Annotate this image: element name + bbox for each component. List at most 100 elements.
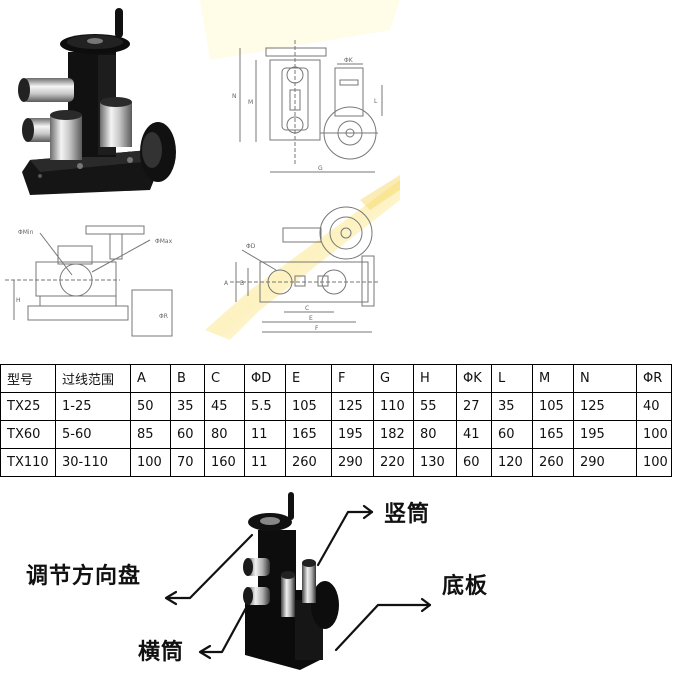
table-cell: 35 bbox=[170, 392, 205, 421]
front-view-drawing bbox=[239, 40, 383, 173]
dim-label-d: ΦD bbox=[246, 243, 256, 250]
dim-label-min: ΦMin bbox=[18, 229, 34, 236]
dim-label-c: C bbox=[305, 305, 309, 312]
figures-canvas: N M ΦK L G ΦMin ΦMax H ΦR bbox=[5, 0, 400, 340]
leader-handwheel bbox=[166, 533, 254, 600]
table-cell: 60 bbox=[491, 420, 533, 449]
model-cell: TX25 bbox=[0, 392, 56, 421]
table-cell: 100 bbox=[130, 448, 171, 477]
column-header: 过线范围 bbox=[55, 364, 131, 393]
callout-vertical-roller: 竖筒 bbox=[384, 502, 431, 527]
table-cell: 110 bbox=[373, 392, 414, 421]
column-header: E bbox=[285, 364, 332, 393]
table-cell: 120 bbox=[491, 448, 533, 477]
product-photo bbox=[18, 8, 176, 195]
table-cell: 105 bbox=[285, 392, 332, 421]
table-cell: 290 bbox=[331, 448, 374, 477]
table-cell: 130 bbox=[413, 448, 457, 477]
callout-base-plate: 底板 bbox=[442, 574, 489, 599]
table-cell: 125 bbox=[331, 392, 374, 421]
column-header: ΦR bbox=[636, 364, 672, 393]
model-cell: TX60 bbox=[0, 420, 56, 449]
table-cell: 80 bbox=[204, 420, 245, 449]
dim-label-b: B bbox=[240, 280, 244, 287]
dim-label-l: L bbox=[374, 98, 378, 105]
table-cell: 105 bbox=[532, 392, 574, 421]
background-streaks bbox=[200, 0, 400, 340]
table-cell: 260 bbox=[285, 448, 332, 477]
column-header: L bbox=[491, 364, 533, 393]
leader-horizontal-roller bbox=[200, 606, 248, 654]
table-cell: 60 bbox=[170, 420, 205, 449]
labeled-photo-canvas bbox=[164, 492, 432, 670]
front-view-labels: N M ΦK L G bbox=[232, 57, 378, 172]
table-cell: 160 bbox=[204, 448, 245, 477]
machine-photo bbox=[243, 492, 339, 670]
table-cell: 165 bbox=[285, 420, 332, 449]
callout-leaders bbox=[164, 504, 432, 660]
column-header: B bbox=[170, 364, 205, 393]
table-cell: 11 bbox=[244, 420, 286, 449]
table-cell: 27 bbox=[456, 392, 492, 421]
table-cell: 100 bbox=[636, 420, 672, 449]
side-view-drawing bbox=[5, 225, 173, 337]
column-header: M bbox=[532, 364, 574, 393]
dim-label-r: ΦR bbox=[159, 313, 168, 320]
table-cell: 195 bbox=[331, 420, 374, 449]
table-cell: 220 bbox=[373, 448, 414, 477]
labeled-product-photo: 调节方向盘 竖筒 底板 横筒 bbox=[0, 480, 676, 675]
column-header: 型号 bbox=[0, 364, 56, 393]
column-header: F bbox=[331, 364, 374, 393]
table-cell: 290 bbox=[573, 448, 637, 477]
table-cell: 85 bbox=[130, 420, 171, 449]
table-cell: 5.5 bbox=[244, 392, 286, 421]
table-cell: 260 bbox=[532, 448, 574, 477]
dim-label-n: N bbox=[232, 93, 237, 100]
arrow-base-plate bbox=[420, 597, 432, 613]
table-cell: 1-25 bbox=[55, 392, 131, 421]
dim-label-h: H bbox=[16, 297, 21, 304]
table-cell: 41 bbox=[456, 420, 492, 449]
arrow-vertical-roller bbox=[362, 504, 374, 520]
arrow-horizontal-roller bbox=[198, 644, 212, 660]
top-view-labels: ΦD A B C E F bbox=[224, 243, 319, 332]
technical-figures: N M ΦK L G ΦMin ΦMax H ΦR bbox=[5, 0, 400, 340]
table-cell: 40 bbox=[636, 392, 672, 421]
table-cell: 60 bbox=[456, 448, 492, 477]
dim-label-e: E bbox=[309, 315, 313, 322]
column-header: ΦK bbox=[456, 364, 492, 393]
column-header: C bbox=[204, 364, 245, 393]
column-header: N bbox=[573, 364, 637, 393]
column-header: G bbox=[373, 364, 414, 393]
table-cell: 80 bbox=[413, 420, 457, 449]
leader-vertical-roller bbox=[316, 510, 374, 567]
arrow-handwheel bbox=[164, 590, 178, 606]
table-cell: 195 bbox=[573, 420, 637, 449]
table-cell: 50 bbox=[130, 392, 171, 421]
dim-label-max: ΦMax bbox=[155, 238, 173, 245]
dim-label-m: M bbox=[248, 99, 253, 106]
dim-label-f: F bbox=[315, 325, 319, 332]
dim-label-k: ΦK bbox=[344, 57, 354, 64]
leader-base-plate bbox=[334, 603, 432, 652]
top-view-drawing bbox=[230, 206, 380, 333]
column-header: H bbox=[413, 364, 457, 393]
table-cell: 165 bbox=[532, 420, 574, 449]
table-cell: 30-110 bbox=[55, 448, 131, 477]
table-cell: 100 bbox=[636, 448, 672, 477]
table-cell: 35 bbox=[491, 392, 533, 421]
side-view-labels: ΦMin ΦMax H ΦR bbox=[16, 229, 173, 320]
table-cell: 11 bbox=[244, 448, 286, 477]
callout-horizontal-roller: 横筒 bbox=[138, 640, 185, 665]
table-cell: 182 bbox=[373, 420, 414, 449]
table-cell: 70 bbox=[170, 448, 205, 477]
table-cell: 5-60 bbox=[55, 420, 131, 449]
callout-handwheel: 调节方向盘 bbox=[26, 564, 142, 589]
dim-label-a: A bbox=[224, 280, 229, 287]
table-cell: 45 bbox=[204, 392, 245, 421]
